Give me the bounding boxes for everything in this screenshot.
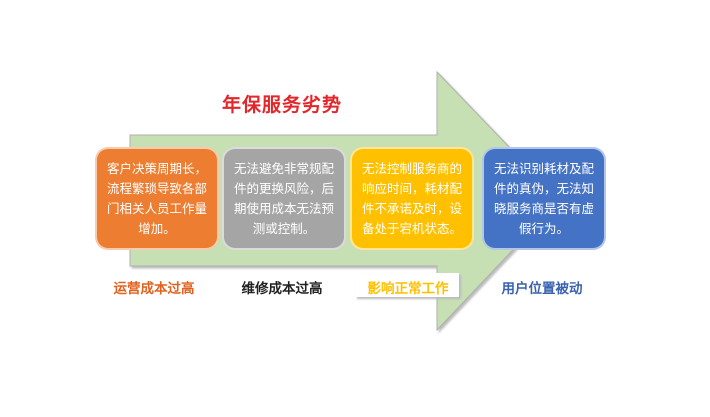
step-box-1: 客户决策周期长，流程繁琐导致各部门相关人员工作量增加。 [95, 147, 219, 250]
step-box-2: 无法避免非常规配件的更换风险，后期使用成本无法预测或控制。 [222, 147, 346, 250]
step-box-4: 无法识别耗材及配件的真伪，无法知晓服务商是否有虚假行为。 [482, 147, 606, 250]
step-label-1: 运营成本过高 [113, 281, 195, 297]
step-label-2: 维修成本过高 [241, 281, 323, 297]
diagram-title: 年保服务劣势 [222, 94, 343, 116]
step-label-3: 影响正常工作 [367, 281, 449, 297]
step-label-4: 用户位置被动 [501, 281, 583, 297]
label-backdrop [355, 273, 459, 297]
step-box-3: 无法控制服务商的响应时间，耗材配件不承诺及时，设备处于宕机状态。 [350, 147, 474, 250]
